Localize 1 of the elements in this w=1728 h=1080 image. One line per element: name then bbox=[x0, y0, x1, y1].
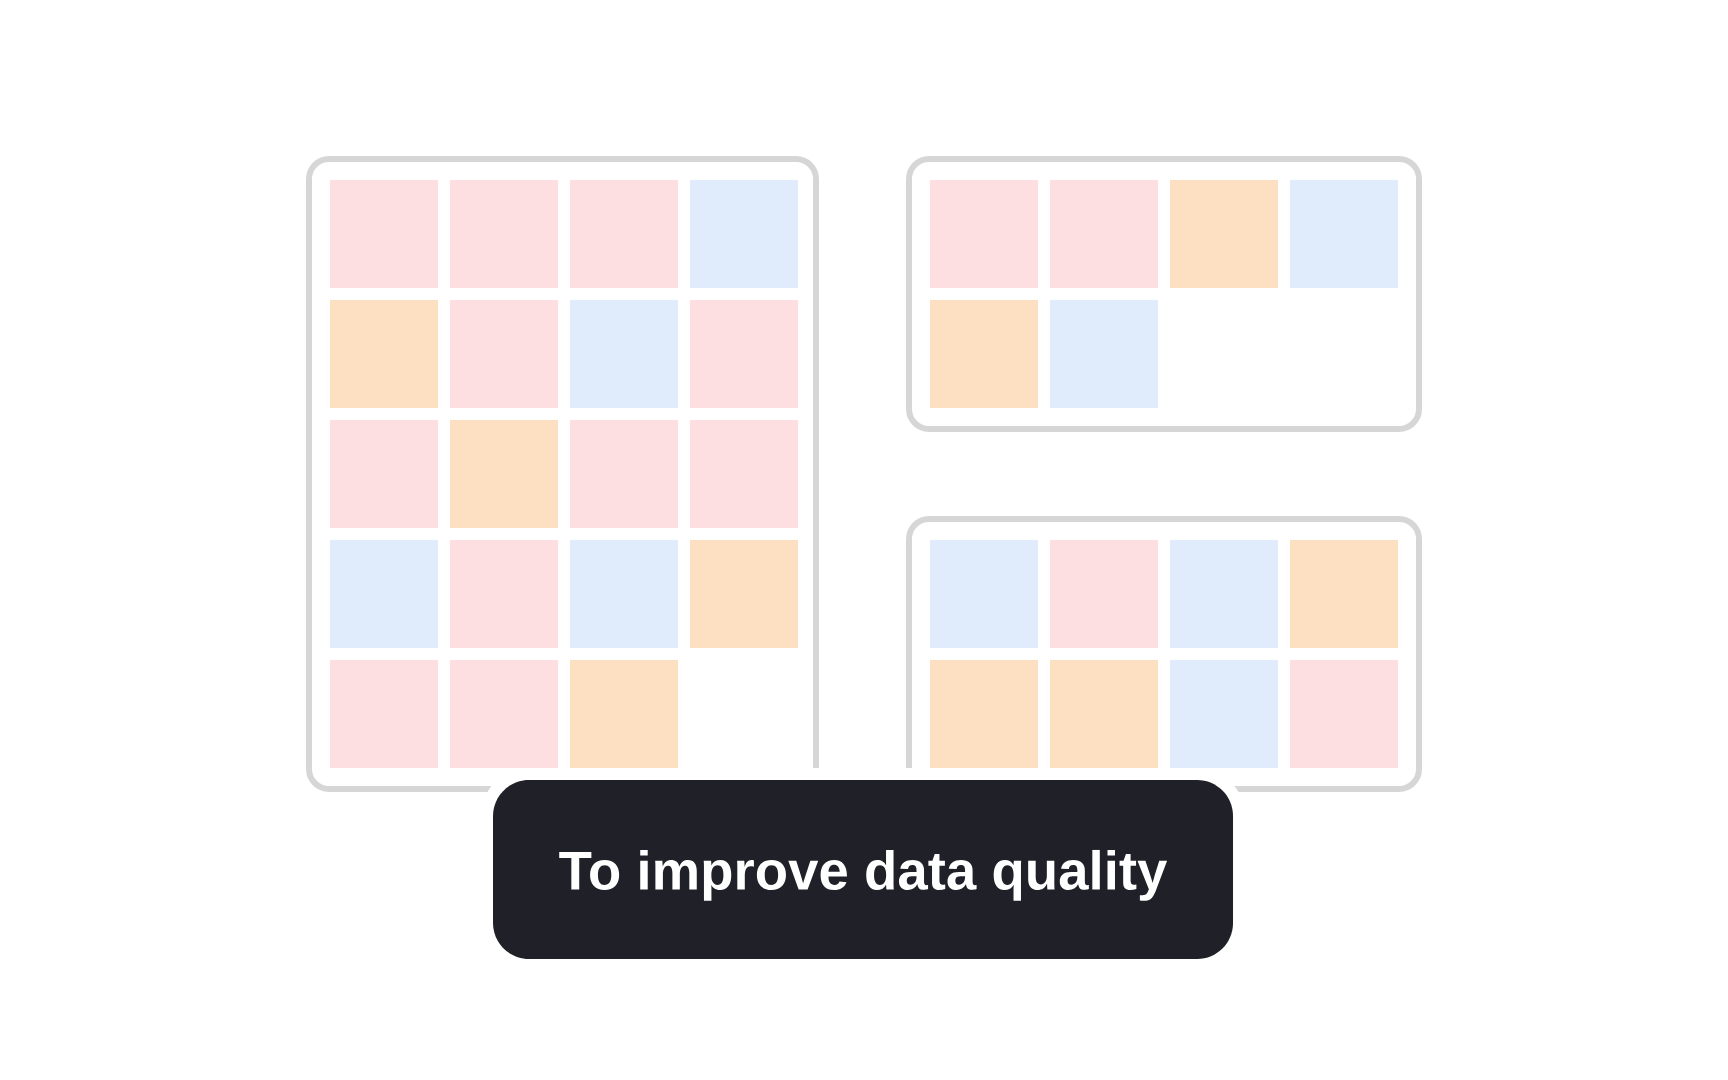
text-banner: To improve data quality bbox=[493, 780, 1233, 959]
